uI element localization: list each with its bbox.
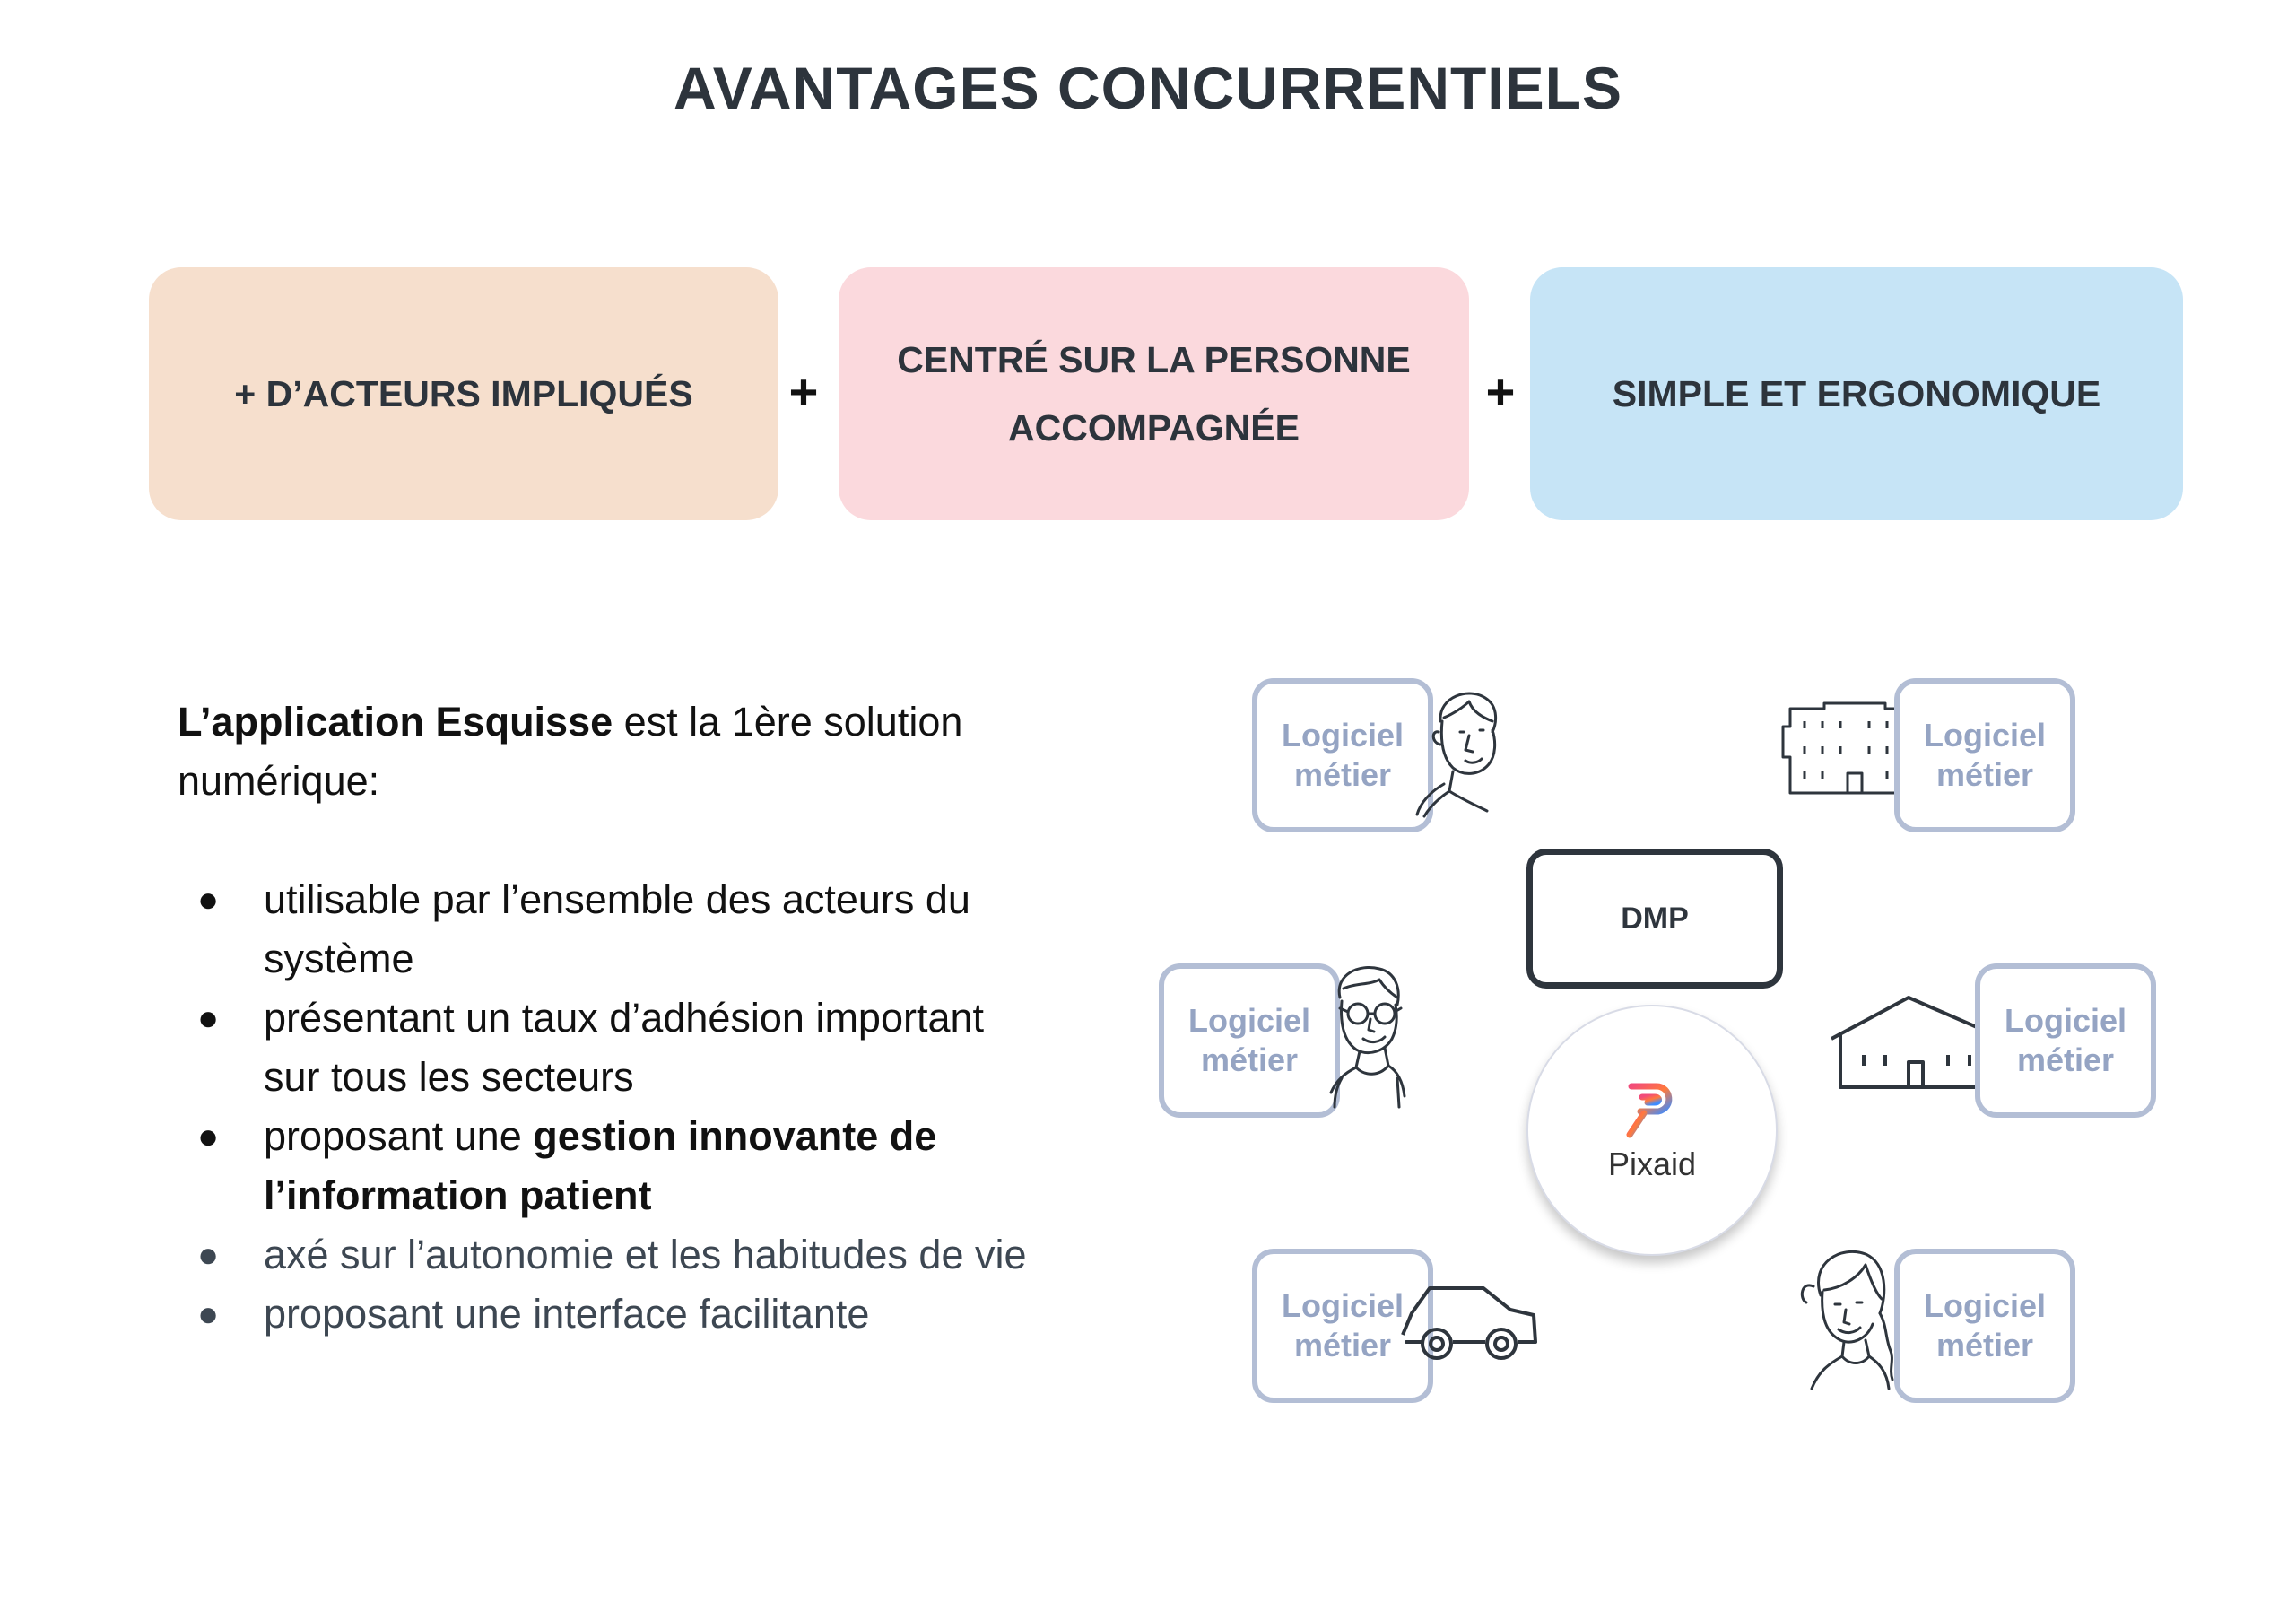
list-item: ●proposant une gestion innovante de l’in… <box>178 1107 1030 1225</box>
feature-list: ●utilisable par l’ensemble des acteurs d… <box>178 870 1030 1344</box>
intro-paragraph: L’application Esquisse est la 1ère solut… <box>178 699 963 804</box>
advantage-box-simple: SIMPLE ET ERGONOMIQUE <box>1530 267 2183 520</box>
list-item: ●présentant un taux d’adhésion important… <box>178 989 1030 1107</box>
advantage-box-actors: + D’ACTEURS IMPLIQUÉS <box>149 267 778 520</box>
dmp-box: DMP <box>1526 849 1783 989</box>
bullet-icon: ● <box>197 880 220 919</box>
list-item: ●axé sur l’autonomie et les habitudes de… <box>178 1225 1030 1285</box>
pixaid-logo-icon <box>1626 1083 1673 1138</box>
list-item: ●utilisable par l’ensemble des acteurs d… <box>178 870 1030 989</box>
person-woman-icon <box>1800 1250 1894 1390</box>
bullet-icon: ● <box>197 1235 220 1275</box>
app-name: L’application Esquisse <box>178 699 613 745</box>
person-glasses-icon <box>1329 966 1406 1109</box>
list-item: ●proposant une interface facilitante <box>178 1285 1030 1344</box>
pixaid-label: Pixaid <box>1607 1146 1697 1182</box>
bullet-icon: ● <box>197 1294 220 1334</box>
advantage-label: CENTRÉ SUR LA PERSONNE <box>897 339 1411 380</box>
advantage-label: SIMPLE ET ERGONOMIQUE <box>1612 373 2101 414</box>
advantage-label: + D’ACTEURS IMPLIQUÉS <box>234 373 693 414</box>
car-icon <box>1401 1286 1537 1360</box>
description-block: L’application Esquisse est la 1ère solut… <box>178 693 1030 1344</box>
plus-sign: + <box>1485 363 1516 420</box>
advantage-box-person-centered: CENTRÉ SUR LA PERSONNE ACCOMPAGNÉE <box>839 267 1469 520</box>
bullet-icon: ● <box>197 998 220 1038</box>
bullet-icon: ● <box>197 1117 220 1156</box>
page-title: AVANTAGES CONCURRENTIELS <box>673 55 1623 121</box>
advantage-label-line2: ACCOMPAGNÉE <box>1008 407 1300 449</box>
person-man-icon <box>1415 692 1497 818</box>
pixaid-hub: Pixaid <box>1526 1005 1778 1256</box>
plus-sign: + <box>788 363 819 420</box>
